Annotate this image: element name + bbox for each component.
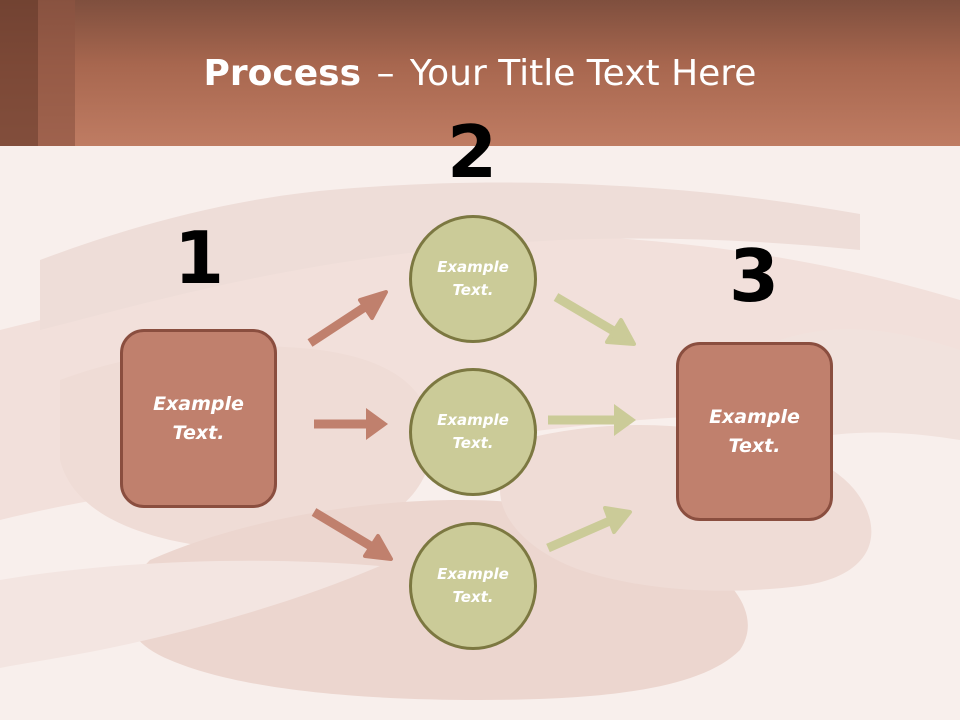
step-3-box: Example Text.: [676, 342, 833, 521]
circle-bottom-text: Example Text.: [437, 565, 509, 606]
title-dash: –: [376, 53, 395, 94]
left-arrow-up: [307, 290, 388, 347]
circle-bottom: Example Text.: [409, 522, 537, 650]
header-bar: [0, 0, 960, 146]
circle-top: Example Text.: [409, 215, 537, 343]
left-arrow-middle: [314, 408, 388, 440]
right-arrow-middle: [548, 404, 636, 436]
step-1-box-text: Example Text.: [153, 392, 244, 444]
circle-middle: Example Text.: [409, 368, 537, 496]
step-3-box-text: Example Text.: [709, 405, 800, 457]
slide-title: Process – Your Title Text Here: [0, 52, 960, 96]
right-arrow-down: [553, 293, 636, 346]
step-number-2: 2: [446, 110, 498, 194]
header-accent-stripe: [0, 0, 38, 146]
header-accent-stripe: [38, 0, 75, 146]
circle-middle-text: Example Text.: [437, 411, 509, 452]
title-regular-part: Your Title Text Here: [409, 53, 757, 94]
step-number-1: 1: [173, 216, 225, 300]
step-1-box: Example Text.: [120, 329, 277, 508]
step-number-3: 3: [728, 234, 780, 318]
left-arrow-down: [311, 508, 393, 561]
right-arrow-up: [546, 506, 632, 553]
circle-top-text: Example Text.: [437, 258, 509, 299]
title-bold-part: Process: [203, 53, 362, 94]
